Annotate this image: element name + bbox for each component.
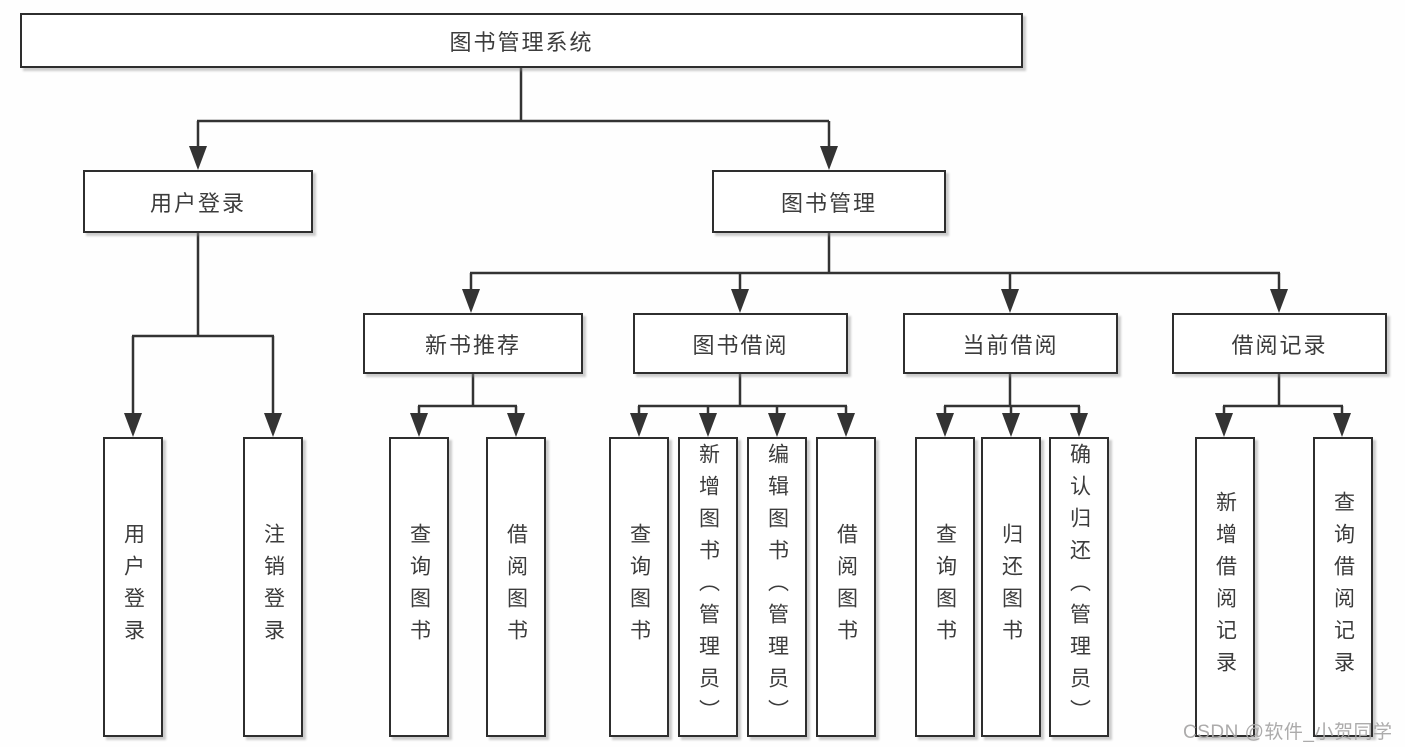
node-cb-return-books-label: 归还图书 (999, 523, 1023, 651)
node-book-management-module: 图书管理 (712, 170, 946, 233)
node-borrow-records-label: 借阅记录 (1231, 332, 1328, 358)
node-br-query-record-label: 查询借阅记录 (1331, 491, 1355, 683)
node-login: 用户登录 (103, 437, 163, 737)
node-nb-borrow-books-label: 借阅图书 (504, 523, 528, 651)
node-bb-query-books-label: 查询图书 (627, 523, 651, 651)
node-br-add-record-label: 新增借阅记录 (1213, 491, 1237, 683)
node-user-login-module-label: 用户登录 (149, 190, 246, 216)
node-user-login-module: 用户登录 (83, 170, 313, 233)
node-bb-edit-books-admin: 编辑图书（管理员） (747, 437, 807, 737)
node-library-system-label: 图书管理系统 (449, 29, 594, 55)
node-logout-label: 注销登录 (261, 523, 285, 651)
node-bb-borrow-books: 借阅图书 (816, 437, 876, 737)
node-new-book-recommend-label: 新书推荐 (424, 332, 521, 358)
node-current-borrowing: 当前借阅 (903, 313, 1118, 374)
node-bb-edit-books-admin-label: 编辑图书（管理员） (765, 443, 789, 731)
node-cb-confirm-return-admin: 确认归还（管理员） (1049, 437, 1109, 737)
csdn-watermark: CSDN @软件_小贺同学 (1183, 722, 1393, 743)
node-login-label: 用户登录 (121, 523, 145, 651)
node-nb-query-books-label: 查询图书 (407, 523, 431, 651)
node-new-book-recommend: 新书推荐 (363, 313, 583, 374)
node-book-borrowing-label: 图书借阅 (692, 332, 789, 358)
node-cb-query-books: 查询图书 (915, 437, 975, 737)
node-cb-return-books: 归还图书 (981, 437, 1041, 737)
node-br-add-record: 新增借阅记录 (1195, 437, 1255, 737)
node-bb-add-books-admin-label: 新增图书（管理员） (696, 443, 720, 731)
node-nb-borrow-books: 借阅图书 (486, 437, 546, 737)
node-library-system: 图书管理系统 (20, 13, 1023, 68)
node-bb-query-books: 查询图书 (609, 437, 669, 737)
node-bb-borrow-books-label: 借阅图书 (834, 523, 858, 651)
node-borrow-records: 借阅记录 (1172, 313, 1387, 374)
node-nb-query-books: 查询图书 (389, 437, 449, 737)
node-logout: 注销登录 (243, 437, 303, 737)
node-book-borrowing: 图书借阅 (633, 313, 848, 374)
node-br-query-record: 查询借阅记录 (1313, 437, 1373, 737)
node-bb-add-books-admin: 新增图书（管理员） (678, 437, 738, 737)
node-cb-query-books-label: 查询图书 (933, 523, 957, 651)
node-cb-confirm-return-admin-label: 确认归还（管理员） (1067, 443, 1091, 731)
node-current-borrowing-label: 当前借阅 (962, 332, 1059, 358)
node-book-management-module-label: 图书管理 (780, 190, 877, 216)
